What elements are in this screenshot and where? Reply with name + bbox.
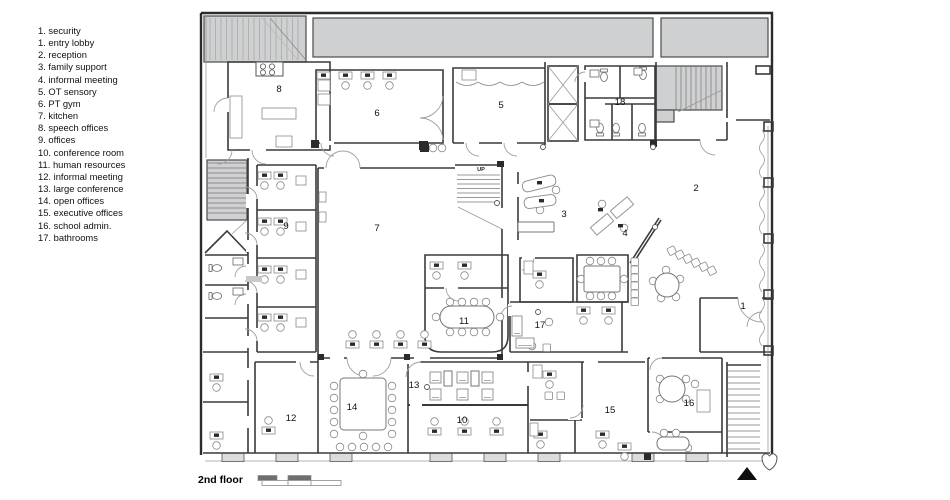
legend-item: 5. OT sensory	[38, 85, 97, 97]
legend-item: 12. informal meeting	[38, 170, 123, 182]
room-label-5: 5	[498, 100, 503, 111]
legend-item: 1. entry lobby	[38, 37, 95, 49]
room-label-3: 3	[561, 209, 566, 220]
room-label-14: 14	[347, 402, 358, 413]
room-label-7: 7	[374, 223, 379, 234]
door-openings	[226, 70, 762, 434]
legend-item: 4. informal meeting	[38, 73, 118, 85]
room-label-4: 4	[622, 228, 628, 239]
room-label-17: 17	[535, 320, 546, 331]
facade-columns	[221, 453, 709, 462]
stair-treads	[207, 66, 760, 450]
legend-item: 1. security	[38, 25, 81, 36]
floor-title: 2nd floor	[198, 474, 243, 486]
window-mullions	[755, 65, 774, 356]
scale-bar	[257, 475, 342, 486]
legend-item: 7. kitchen	[38, 110, 79, 122]
gray-zones	[203, 15, 769, 221]
north-arrow-icon	[737, 467, 757, 480]
room-label-18: 18	[615, 97, 626, 108]
room-label-13: 13	[409, 380, 420, 391]
room-label-16: 16	[684, 398, 695, 409]
legend-item: 9. offices	[38, 134, 76, 146]
furniture-layer	[208, 61, 717, 461]
room-label-11: 11	[459, 316, 469, 327]
legend-item: 2. reception	[38, 49, 87, 61]
room-label-15: 15	[605, 405, 616, 416]
window-curtains	[759, 129, 765, 347]
legend-item: 14. open offices	[38, 195, 105, 207]
room-label-9: 9	[283, 221, 288, 232]
room-label-2: 2	[693, 183, 698, 194]
room-label-1: 1	[740, 301, 745, 312]
legend-item: 3. family support	[38, 61, 107, 73]
room-label-8: 8	[276, 84, 281, 95]
room-label-12: 12	[286, 413, 297, 424]
elevator-core	[547, 65, 579, 142]
room-label-6: 6	[374, 108, 379, 119]
stair-up-label: UP	[477, 167, 485, 173]
legend-item: 10. conference room	[38, 146, 124, 158]
legend-item: 17. bathrooms	[38, 231, 98, 243]
room-label-10: 10	[457, 415, 468, 426]
legend-item: 11. human resources	[38, 158, 126, 170]
legend-item: 13. large conference	[38, 183, 124, 195]
legend-item: 15. executive offices	[38, 207, 123, 219]
roof-hatch	[209, 18, 299, 60]
legend-item: 6. PT gym	[38, 97, 81, 109]
legend-item: 8. speech offices	[38, 122, 109, 134]
legend-item: 16. school admin.	[38, 219, 112, 231]
corner-detail	[761, 453, 778, 471]
